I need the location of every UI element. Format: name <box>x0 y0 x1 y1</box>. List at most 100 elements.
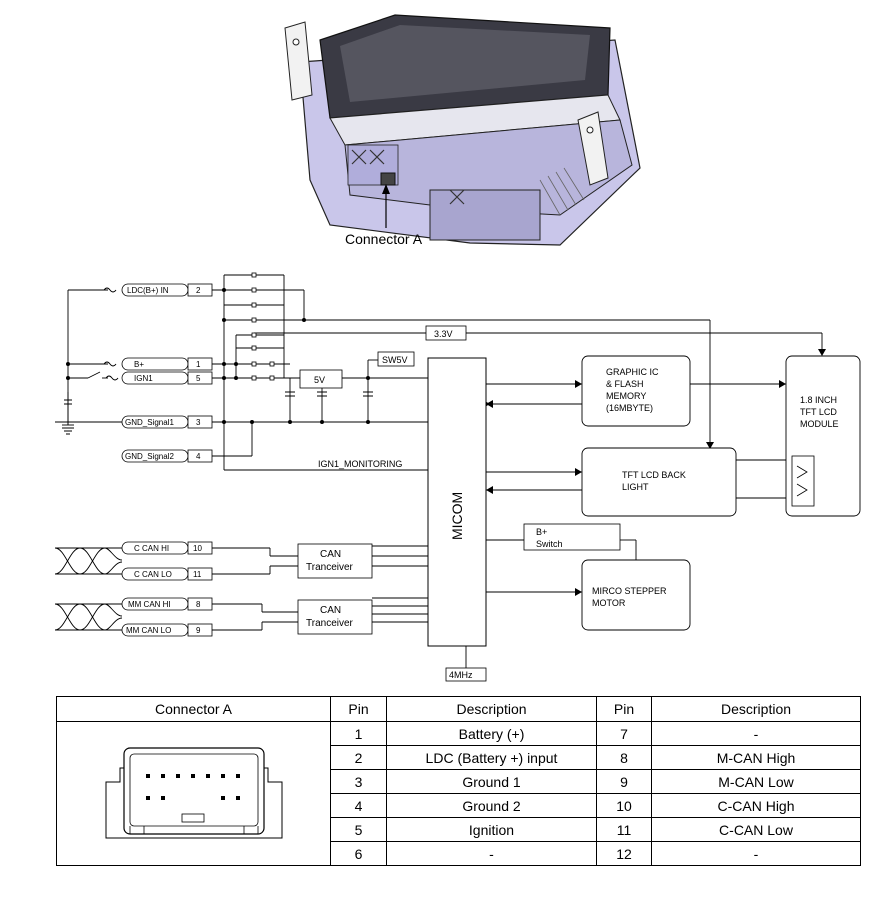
block-3v3: 3.3V <box>425 325 467 341</box>
pin-c-can-hi: C CAN HI 10 <box>121 541 213 555</box>
svg-text:5: 5 <box>196 374 201 383</box>
svg-text:MM CAN HI: MM CAN HI <box>128 600 171 609</box>
pin-bplus: B+ 1 <box>121 357 213 371</box>
pin-mm-can-hi: MM CAN HI 8 <box>121 597 213 611</box>
table-row: 1 Battery (+) 7 - <box>56 721 861 866</box>
svg-text:2: 2 <box>196 286 201 295</box>
connector-callout: Connector A <box>345 231 423 247</box>
block-diagram: Connector A <box>54 14 861 682</box>
svg-text:MIRCO STEPPER: MIRCO STEPPER <box>592 586 667 596</box>
svg-text:SW5V: SW5V <box>382 355 408 365</box>
description-cell: Ground 2 <box>386 793 597 818</box>
ign1-monitoring-label: IGN1_MONITORING <box>318 459 402 469</box>
svg-text:GND_Signal1: GND_Signal1 <box>125 418 174 427</box>
svg-text:LIGHT: LIGHT <box>622 482 649 492</box>
pin-gnd-signal1: GND_Signal1 3 <box>121 415 213 429</box>
block-backlight: TFT LCD BACK LIGHT <box>581 447 737 517</box>
header-pin: Pin <box>330 696 387 722</box>
block-tft-lcd-module: 1.8 INCH TFT LCD MODULE <box>785 355 861 517</box>
description-cell: C-CAN High <box>651 793 861 818</box>
connector-face-image <box>56 721 331 866</box>
pin-table: Connector A Pin Description Pin Descript… <box>56 696 861 866</box>
pin-cell: 2 <box>330 745 387 770</box>
pin-mm-can-lo: MM CAN LO 9 <box>121 623 213 637</box>
twisted-pair-symbols <box>54 547 123 631</box>
svg-text:Tranceiver: Tranceiver <box>306 562 354 573</box>
svg-text:GND_Signal2: GND_Signal2 <box>125 452 174 461</box>
description-cell: - <box>386 841 597 866</box>
pin-ldc: LDC(B+) IN 2 <box>121 283 213 297</box>
svg-text:LDC(B+) IN: LDC(B+) IN <box>127 286 169 295</box>
svg-text:4: 4 <box>196 452 201 461</box>
svg-text:Tranceiver: Tranceiver <box>306 618 354 629</box>
svg-text:3.3V: 3.3V <box>434 329 453 339</box>
header-connector: Connector A <box>56 696 331 722</box>
pin-cell: 3 <box>330 769 387 794</box>
fuse-symbols <box>62 287 373 435</box>
diode-markers <box>251 272 275 381</box>
svg-text:TFT LCD BACK: TFT LCD BACK <box>622 470 686 480</box>
pin-cell: 8 <box>596 745 652 770</box>
svg-text:9: 9 <box>196 626 201 635</box>
description-cell: M-CAN Low <box>651 769 861 794</box>
pin-cell: 10 <box>596 793 652 818</box>
pin-c-can-lo: C CAN LO 11 <box>121 567 213 581</box>
block-5v-regulator: 5V <box>299 369 343 389</box>
svg-text:10: 10 <box>193 544 202 553</box>
svg-text:11: 11 <box>193 570 202 579</box>
svg-text:MM CAN LO: MM CAN LO <box>126 626 171 635</box>
header-description: Description <box>386 696 597 722</box>
svg-text:MOTOR: MOTOR <box>592 598 626 608</box>
svg-text:3: 3 <box>196 418 201 427</box>
connector-face-icon <box>105 747 282 839</box>
pin-cell: 1 <box>330 721 387 746</box>
pin-ign1: IGN1 5 <box>121 371 213 385</box>
pin-gnd-signal2: GND_Signal2 4 <box>121 449 213 463</box>
svg-text:MICOM: MICOM <box>449 492 465 540</box>
description-cell: M-CAN High <box>651 745 861 770</box>
junction-dots <box>66 288 488 424</box>
block-can-transceiver-2: CAN Tranceiver <box>297 599 373 635</box>
svg-text:IGN1: IGN1 <box>134 374 153 383</box>
pin-cell: 9 <box>596 769 652 794</box>
description-cell: - <box>651 721 861 746</box>
svg-text:CAN: CAN <box>320 549 341 560</box>
block-micom: MICOM <box>427 357 487 647</box>
description-cell: LDC (Battery +) input <box>386 745 597 770</box>
pin-labels: LDC(B+) IN 2 B+ 1 IGN1 5 GND_Signal1 3 G… <box>121 283 213 637</box>
table-row: 2 LDC (Battery +) input 8 M-CAN High <box>57 745 861 770</box>
svg-text:GRAPHIC IC: GRAPHIC IC <box>606 367 659 377</box>
pin-cell: 12 <box>596 841 652 866</box>
svg-text:MODULE: MODULE <box>800 419 839 429</box>
svg-text:TFT LCD: TFT LCD <box>800 407 837 417</box>
svg-text:1.8 INCH: 1.8 INCH <box>800 395 837 405</box>
block-clock: 4MHz <box>445 667 487 682</box>
svg-text:MEMORY: MEMORY <box>606 391 646 401</box>
table-row: 6 - 12 - <box>57 841 861 866</box>
svg-text:CAN: CAN <box>320 605 341 616</box>
callout-arrow-icon <box>382 184 390 194</box>
pin-cell: 7 <box>596 721 652 746</box>
svg-text:4MHz: 4MHz <box>449 670 473 680</box>
pin-cell: 5 <box>330 817 387 842</box>
svg-text:& FLASH: & FLASH <box>606 379 644 389</box>
pin-cell: 11 <box>596 817 652 842</box>
block-graphic-ic: GRAPHIC IC & FLASH MEMORY (16MBYTE) <box>581 355 691 427</box>
svg-text:(16MBYTE): (16MBYTE) <box>606 403 653 413</box>
header-description: Description <box>651 696 861 722</box>
arrowheads <box>486 349 826 596</box>
header-pin: Pin <box>596 696 652 722</box>
description-cell: - <box>651 841 861 866</box>
description-cell: C-CAN Low <box>651 817 861 842</box>
description-cell: Ignition <box>386 817 597 842</box>
svg-text:C CAN HI: C CAN HI <box>134 544 169 553</box>
svg-text:C CAN LO: C CAN LO <box>134 570 172 579</box>
block-stepper-motor: MIRCO STEPPER MOTOR <box>581 559 691 631</box>
pin-cell: 4 <box>330 793 387 818</box>
block-bplus-switch: B+ Switch <box>523 523 621 551</box>
table-row: 4 Ground 2 10 C-CAN High <box>57 793 861 818</box>
cluster-unit-illustration <box>284 14 641 246</box>
svg-text:1: 1 <box>196 360 201 369</box>
table-header-row: Connector A Pin Description Pin Descript… <box>56 696 861 722</box>
block-sw5v: SW5V <box>377 351 415 367</box>
